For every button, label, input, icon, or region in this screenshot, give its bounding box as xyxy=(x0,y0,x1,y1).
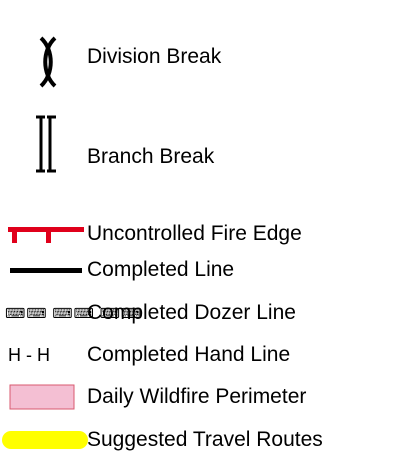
legend-item-division-break: Division Break xyxy=(0,32,393,92)
legend-label-branch-break: Branch Break xyxy=(87,145,215,168)
legend-label-division-break: Division Break xyxy=(87,45,222,68)
legend-item-completed-line: Completed Line xyxy=(0,257,393,283)
legend-label-completed-hand-line: Completed Hand Line xyxy=(87,343,291,366)
legend-label-uncontrolled-fire-edge: Uncontrolled Fire Edge xyxy=(87,222,302,245)
legend-label-daily-wildfire-perimeter: Daily Wildfire Perimeter xyxy=(87,385,307,408)
legend-item-daily-wildfire-perimeter: Daily Wildfire Perimeter xyxy=(0,384,393,412)
uncontrolled-fire-edge-icon xyxy=(8,227,84,243)
division-break-icon xyxy=(39,36,57,88)
completed-hand-line-icon: H - H xyxy=(8,345,50,365)
legend-label-completed-line: Completed Line xyxy=(87,258,235,281)
branch-break-icon xyxy=(36,115,56,173)
daily-wildfire-perimeter-icon xyxy=(9,384,75,410)
legend-item-branch-break: Branch Break xyxy=(0,114,393,176)
legend-label-completed-dozer-line: Completed Dozer Line xyxy=(87,301,296,324)
legend-item-completed-hand-line: H - H Completed Hand Line xyxy=(0,343,393,369)
legend-item-suggested-travel-routes: Suggested Travel Routes xyxy=(0,426,393,454)
legend-label-suggested-travel-routes: Suggested Travel Routes xyxy=(87,428,323,451)
legend-item-completed-dozer-line: ⌨⌨ ⌨⌨ ⌨⌨ Completed Dozer Line xyxy=(0,301,393,327)
completed-dozer-line-icon: ⌨⌨ ⌨⌨ ⌨⌨ xyxy=(5,305,143,321)
suggested-travel-routes-icon xyxy=(2,431,88,449)
legend-item-uncontrolled-fire-edge: Uncontrolled Fire Edge xyxy=(0,222,393,248)
completed-line-icon xyxy=(10,268,82,273)
